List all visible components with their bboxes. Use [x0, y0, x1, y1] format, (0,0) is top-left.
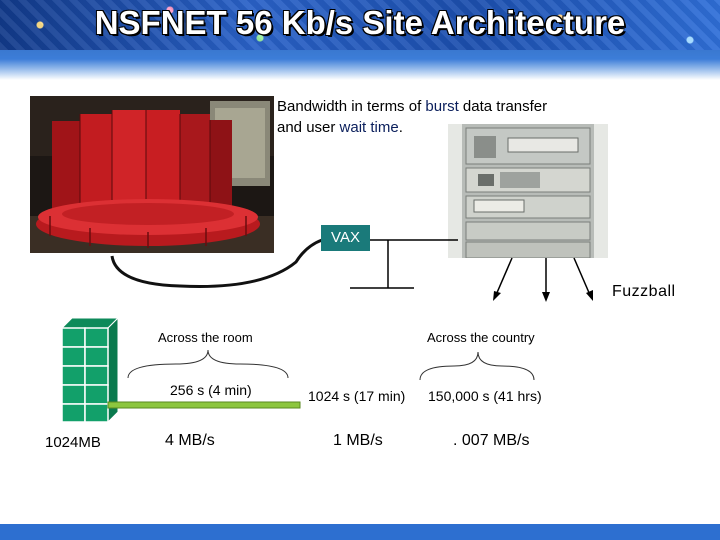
fuzzball-rack-photo — [448, 124, 608, 258]
across-room-label: Across the room — [158, 330, 253, 345]
bandwidth-line1-c: data transfer — [458, 98, 548, 115]
header-gradient-bar — [0, 50, 720, 80]
bandwidth-line1-a: Bandwidth in terms of — [277, 98, 426, 115]
footer-bar — [0, 524, 720, 540]
storage-stack-icon — [60, 316, 120, 424]
fuzzball-label: Fuzzball — [612, 283, 676, 300]
page-title: NSFNET 56 Kb/s Site Architecture — [94, 4, 626, 41]
rate-far: . 007 MB/s — [453, 432, 530, 449]
header-banner — [0, 0, 720, 50]
time-country-far: 150,000 s (41 hrs) — [428, 388, 542, 404]
supercomputer-photo — [30, 96, 274, 253]
time-room: 256 s (4 min) — [170, 382, 252, 398]
rate-room: 4 MB/s — [165, 432, 215, 449]
ethernet-tap — [350, 240, 414, 289]
time-country-mid: 1024 s (17 min) — [308, 388, 406, 404]
supercomputer-illustration — [30, 96, 274, 253]
bandwidth-line2-c: . — [398, 119, 403, 136]
across-country-label: Across the country — [427, 330, 535, 345]
rack-output-arrows — [493, 257, 593, 302]
cable-supercomputer-vax — [110, 238, 323, 288]
rack-illustration — [448, 124, 608, 258]
brace-room — [127, 349, 289, 379]
vax-box: VAX — [321, 225, 370, 251]
brace-country — [419, 351, 535, 381]
storage-label: 1024MB — [45, 434, 101, 451]
bandwidth-line2-a: and user — [277, 119, 340, 136]
rate-mid: 1 MB/s — [333, 432, 383, 449]
link-bar — [107, 401, 301, 409]
bandwidth-line1-burst: burst — [425, 98, 459, 115]
bandwidth-line2-wait: wait time — [339, 119, 399, 136]
bandwidth-note: Bandwidth in terms of burst data transfe… — [277, 96, 547, 138]
